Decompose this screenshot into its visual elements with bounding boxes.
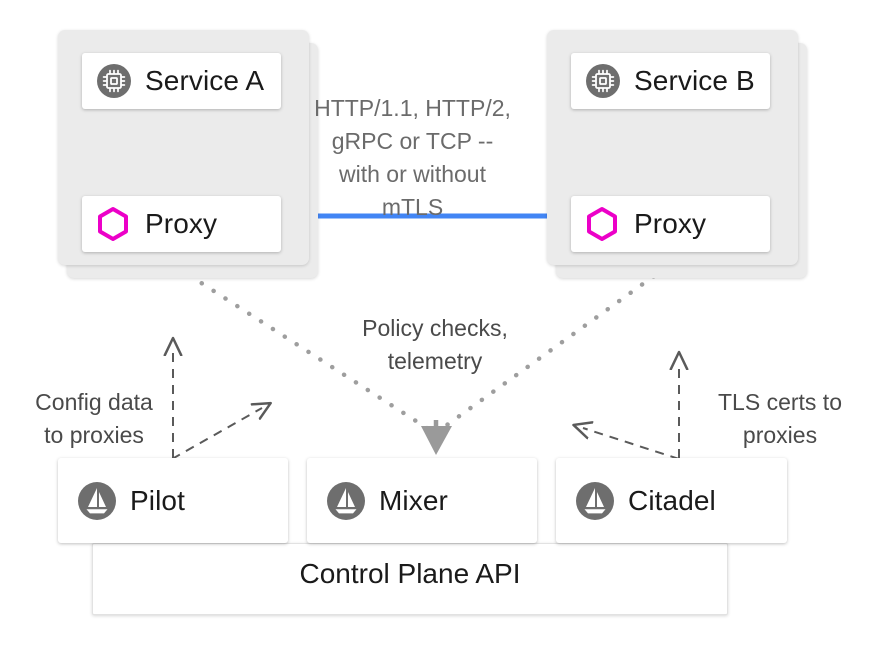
chip-icon [585, 63, 621, 99]
service-a-label: Service A [145, 65, 265, 96]
pilot-card[interactable]: Pilot [58, 458, 288, 543]
telemetry-note: Policy checks, telemetry [362, 315, 508, 374]
pod-b-proxy-label: Proxy [634, 208, 707, 239]
control-plane-api-panel: Control Plane API [92, 543, 728, 615]
pod-a-proxy-label: Proxy [145, 208, 218, 239]
control-plane-api-label: Control Plane API [299, 558, 521, 589]
hexagon-icon [96, 206, 130, 242]
protocol-note: HTTP/1.1, HTTP/2, gRPC or TCP -- with or… [314, 95, 511, 220]
mixer-card[interactable]: Mixer [307, 458, 537, 543]
citadel-label: Citadel [628, 484, 716, 516]
istio-sail-icon [77, 481, 117, 521]
pod-a: Service A Proxy [58, 30, 318, 278]
dashed-pilot-diagonal [171, 408, 262, 460]
mixer-arrowhead [421, 426, 452, 455]
tls-certs-note: TLS certs to proxies [718, 389, 842, 448]
dashed-citadel-diagonal [583, 428, 680, 460]
istio-sail-icon [326, 481, 366, 521]
mixer-label: Mixer [379, 484, 448, 516]
service-b-card[interactable]: Service B [571, 53, 770, 109]
pod-b-proxy-card[interactable]: Proxy [571, 196, 770, 252]
config-data-note: Config data to proxies [35, 389, 153, 448]
chip-icon [96, 63, 132, 99]
service-b-label: Service B [634, 65, 755, 96]
citadel-card[interactable]: Citadel [556, 458, 787, 543]
pod-b: Service B Proxy [547, 30, 807, 278]
service-a-card[interactable]: Service A [82, 53, 281, 109]
hexagon-icon [585, 206, 619, 242]
istio-sail-icon [575, 481, 615, 521]
pod-a-proxy-card[interactable]: Proxy [82, 196, 281, 252]
pilot-label: Pilot [130, 484, 185, 516]
